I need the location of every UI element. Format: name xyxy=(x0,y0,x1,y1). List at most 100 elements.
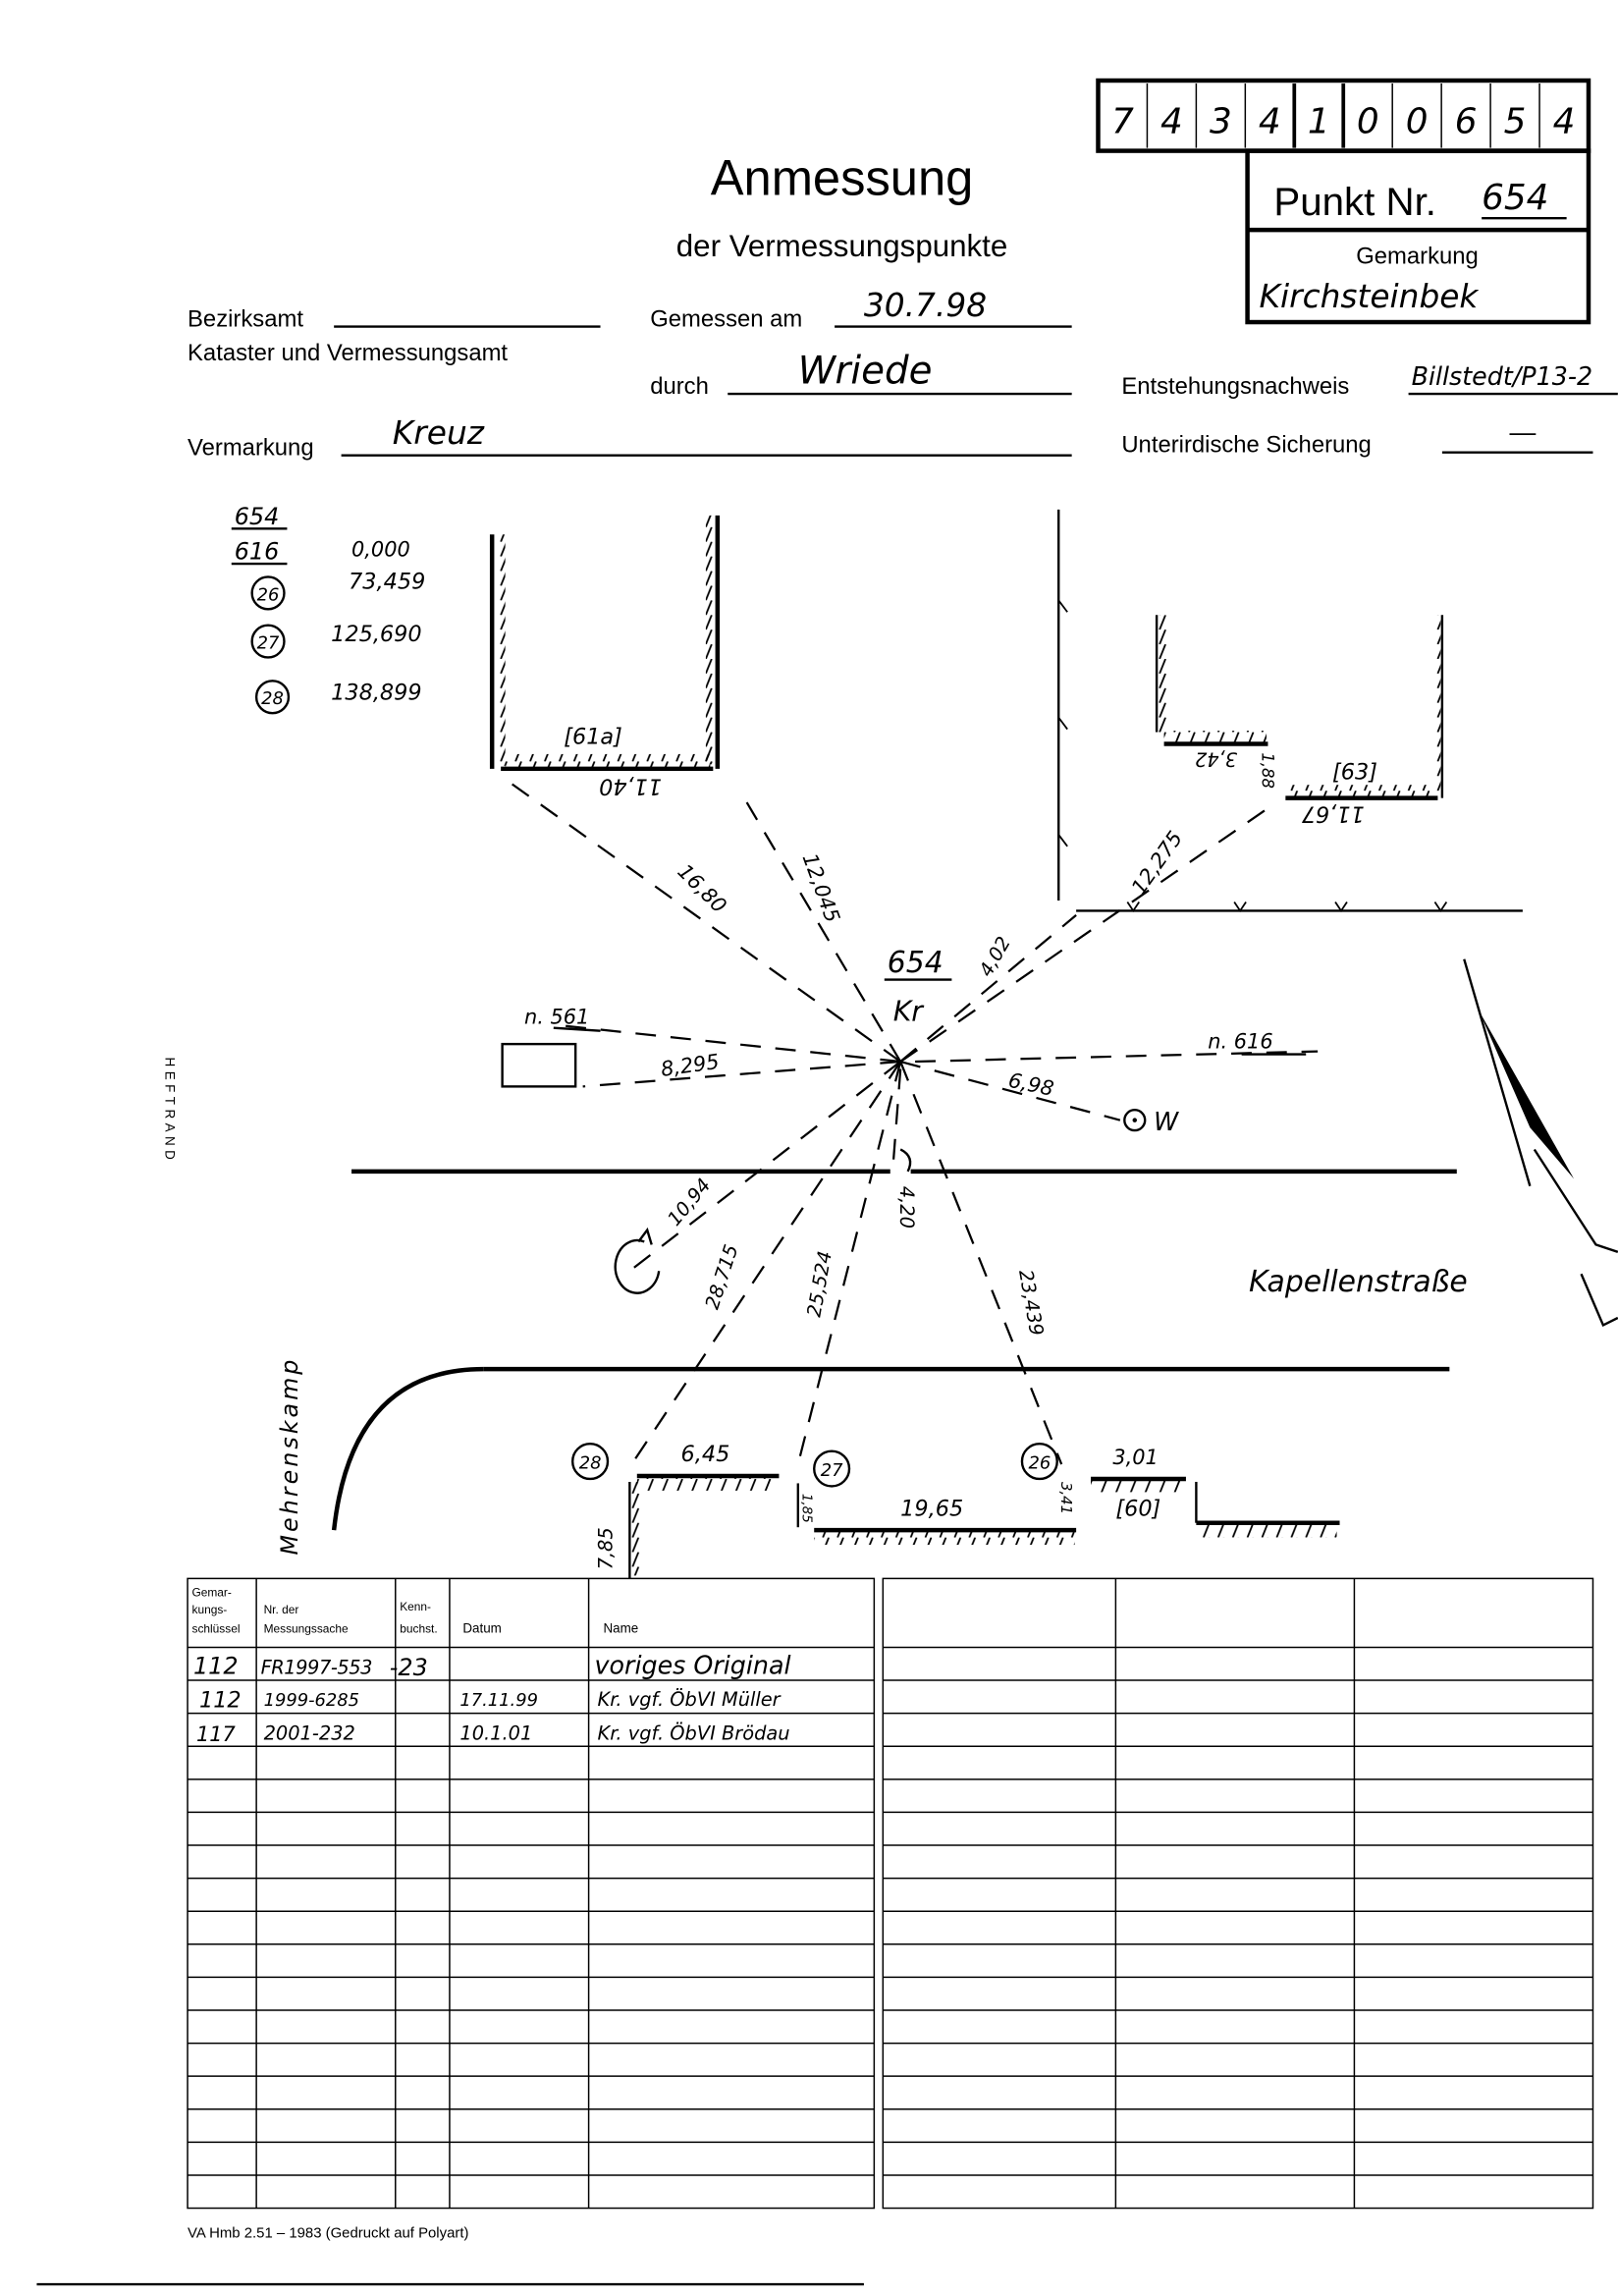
number-cell: 0 xyxy=(1357,102,1379,142)
cell-datum: 10.1.01 xyxy=(459,1722,532,1744)
sicherung-label: Unterirdische Sicherung xyxy=(1121,432,1371,459)
point-type-kreuz: Kr xyxy=(893,995,926,1027)
table-row: 117 2001-232 10.1.01 Kr. vgf. ÖbVI Bröda… xyxy=(196,1722,790,1745)
number-cell: 6 xyxy=(1455,102,1478,142)
measure-11-40: 11,40 xyxy=(599,773,662,798)
coord-26-value: 73,459 xyxy=(349,569,425,594)
entstehung-value: Billstedt/P13-2 xyxy=(1412,361,1593,391)
number-cell: 4 xyxy=(1160,102,1183,142)
measure-3-01: 3,01 xyxy=(1112,1446,1158,1469)
cell-schluessel: 112 xyxy=(199,1688,242,1714)
survey-sketch: 654 616 0,000 26 73,459 27 125,690 28 13… xyxy=(231,503,1618,1579)
measure-3-42: 3,42 xyxy=(1195,747,1237,770)
col-header-schluessel-2: kungs- xyxy=(192,1603,228,1616)
point-28: 28 xyxy=(579,1453,602,1474)
measure-6-98: 6,98 xyxy=(1006,1068,1055,1101)
measure-1-88: 1,88 xyxy=(1258,752,1276,789)
cell-nr: 2001-232 xyxy=(264,1722,355,1744)
measure-11-67: 11,67 xyxy=(1301,801,1365,827)
point-number-654: 654 xyxy=(888,946,944,980)
measurement-table: Gemar- kungs- schlüssel Nr. der Messungs… xyxy=(187,1577,876,2210)
cell-schluessel: 112 xyxy=(193,1652,239,1679)
coord-616-value: 0,000 xyxy=(351,538,410,562)
coord-654: 654 xyxy=(235,503,280,530)
durch-value: Wriede xyxy=(798,350,933,394)
number-cell: 4 xyxy=(1259,102,1281,142)
punkt-label: Punkt Nr. xyxy=(1273,180,1436,224)
number-cell: 4 xyxy=(1553,102,1576,142)
cell-schluessel: 117 xyxy=(196,1722,237,1746)
coord-28: 28 xyxy=(261,688,284,709)
coord-27-value: 125,690 xyxy=(331,622,421,647)
radial-measurements xyxy=(500,775,1319,1468)
cell-nr: 1999-6285 xyxy=(264,1690,359,1711)
footer-form-id: VA Hmb 2.51 – 1983 (Gedruckt auf Polyart… xyxy=(188,2225,468,2241)
point-26: 26 xyxy=(1028,1453,1051,1474)
number-cell: 7 xyxy=(1111,102,1134,142)
gemessen-value: 30.7.98 xyxy=(864,287,987,324)
street-mehrenskamp: Mehrenskamp xyxy=(276,1357,303,1556)
punkt-value: 654 xyxy=(1482,178,1548,218)
street-kapellenstrasse: Kapellenstraße xyxy=(1249,1265,1468,1299)
col-header-nr-1: Nr. der xyxy=(264,1603,299,1616)
col-header-kenn-1: Kenn- xyxy=(400,1600,431,1613)
point-27: 27 xyxy=(821,1460,843,1481)
coordinate-list: 654 616 0,000 26 73,459 27 125,690 28 13… xyxy=(231,503,425,715)
col-header-datum: Datum xyxy=(462,1621,502,1636)
sicherung-value: — xyxy=(1509,417,1536,447)
number-cell: 5 xyxy=(1504,102,1527,142)
lower-buildings: 28 6,45 7,85 27 1,85 19,65 26 3,41 3,01 … xyxy=(570,1442,1340,1579)
building-61a: [61a] 11,40 xyxy=(489,515,721,798)
building-63-label: [63] xyxy=(1332,759,1377,785)
vermarkung-label: Vermarkung xyxy=(188,435,314,462)
measure-23-439: 23,439 xyxy=(1014,1268,1048,1338)
table-row: 112 FR1997-553 -23 voriges Original xyxy=(193,1650,791,1680)
bezirksamt-label: Bezirksamt xyxy=(188,306,303,333)
measure-6-45: 6,45 xyxy=(681,1442,730,1467)
table-row: 112 1999-6285 17.11.99 Kr. vgf. ÖbVI Mül… xyxy=(199,1688,782,1714)
measure-10-94: 10,94 xyxy=(663,1174,715,1230)
measure-1-85: 1,85 xyxy=(798,1494,813,1523)
col-header-schluessel-3: schlüssel xyxy=(192,1622,241,1636)
durch-label: durch xyxy=(650,373,709,400)
page-title: Anmessung xyxy=(711,149,974,205)
form-fields: Bezirksamt Kataster und Vermessungsamt G… xyxy=(188,287,1618,462)
col-header-nr-2: Messungssache xyxy=(264,1622,349,1636)
building-60-label: [60] xyxy=(1115,1496,1160,1521)
tree-symbol xyxy=(614,1238,661,1294)
measure-19-65: 19,65 xyxy=(900,1496,963,1521)
building-63: [63] 3,42 1,88 11,67 xyxy=(1155,615,1444,827)
cell-kenn: -23 xyxy=(390,1654,428,1681)
coord-616: 616 xyxy=(235,538,280,566)
col-header-kenn-2: buchst. xyxy=(400,1622,437,1636)
measure-28-715: 28,715 xyxy=(701,1241,743,1312)
col-header-schluessel-1: Gemar- xyxy=(192,1585,232,1599)
punkt-nr-box: Punkt Nr. 654 Gemarkung Kirchsteinbek xyxy=(1245,148,1591,325)
coord-26: 26 xyxy=(257,584,280,605)
measure-4-02: 4,02 xyxy=(975,933,1015,981)
measure-25-524: 25,524 xyxy=(802,1249,836,1319)
col-header-name: Name xyxy=(604,1621,639,1636)
blank-table xyxy=(882,1577,1594,2210)
measure-4-20: 4,20 xyxy=(895,1186,918,1229)
measure-7-85: 7,85 xyxy=(594,1527,617,1569)
water-hydrant-label: W xyxy=(1154,1107,1179,1136)
margin-label: HEFTRAND xyxy=(163,1058,178,1165)
kataster-label: Kataster und Vermessungsamt xyxy=(188,340,508,366)
number-cell: 1 xyxy=(1308,102,1330,142)
number-cell: 3 xyxy=(1210,102,1232,142)
cell-datum: 17.11.99 xyxy=(459,1690,538,1711)
cell-name: Kr. vgf. ÖbVI Müller xyxy=(598,1688,782,1711)
measure-12-045: 12,045 xyxy=(798,850,845,926)
ref-n-561: n. 561 xyxy=(524,1005,589,1028)
coord-28-value: 138,899 xyxy=(331,681,421,706)
cell-name: Kr. vgf. ÖbVI Brödau xyxy=(598,1722,790,1744)
entstehung-label: Entstehungsnachweis xyxy=(1121,373,1349,400)
measure-3-41: 3,41 xyxy=(1057,1482,1075,1514)
measure-16-80: 16,80 xyxy=(674,859,731,917)
gemarkung-label: Gemarkung xyxy=(1356,243,1479,269)
cell-name: voriges Original xyxy=(595,1650,791,1679)
gemessen-label: Gemessen am xyxy=(650,306,802,333)
